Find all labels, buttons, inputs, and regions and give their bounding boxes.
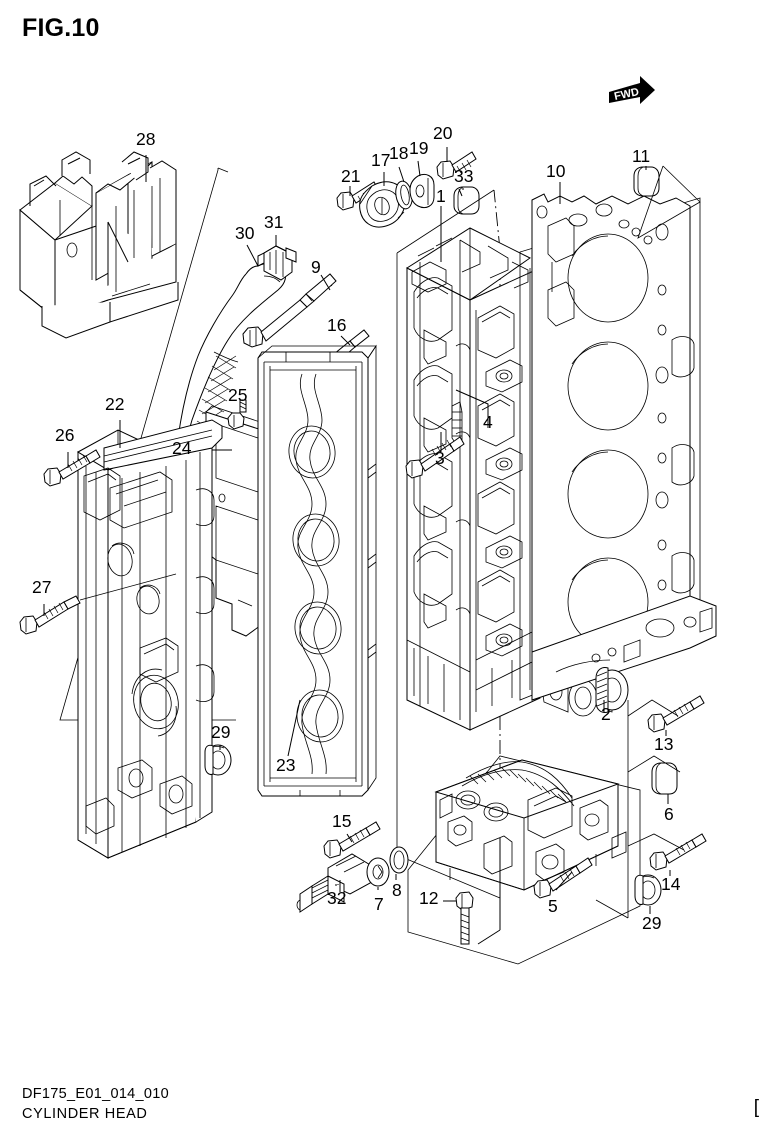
callout-24: 24 (172, 438, 192, 458)
leader-23 (287, 699, 301, 757)
callout-22: 22 (105, 394, 125, 414)
part-3-bolt (405, 436, 465, 479)
part-23-head-cover-gasket (257, 344, 377, 797)
part-33-dowel-pin (453, 186, 480, 215)
footer-bracket: [ (753, 1097, 759, 1118)
part-29-grommet-left (204, 744, 232, 776)
lower-head-casting (434, 759, 627, 891)
callout-6: 6 (664, 804, 674, 824)
callout-9: 9 (311, 257, 321, 277)
part-8-gasket-ring (389, 846, 409, 874)
leader-30 (246, 244, 259, 267)
callout-13: 13 (654, 734, 674, 754)
part-11-dowel-pin (633, 166, 660, 197)
callout-27: 27 (32, 577, 52, 597)
leader-18 (398, 166, 405, 183)
footer-figure-name: CYLINDER HEAD (22, 1106, 148, 1122)
callout-16: 16 (327, 315, 347, 335)
part-25-bolt (227, 399, 247, 430)
leader-15 (346, 833, 353, 843)
callout-31: 31 (264, 212, 284, 232)
callout-25: 25 (228, 385, 248, 405)
callout-29-right: 29 (642, 913, 662, 933)
callout-32: 32 (327, 888, 347, 908)
callout-3: 3 (435, 448, 445, 468)
callout-18: 18 (389, 143, 409, 163)
leader-5 (555, 871, 573, 891)
callout-1: 1 (436, 186, 446, 206)
callout-28: 28 (136, 129, 156, 149)
part-31-hose-clamp (257, 245, 297, 281)
callout-21: 21 (341, 166, 361, 186)
callout-17: 17 (371, 150, 391, 170)
part-28-harness-holder (19, 151, 179, 339)
callout-5: 5 (548, 896, 558, 916)
assembly-box-lower (407, 755, 641, 965)
callout-2: 2 (601, 704, 611, 724)
pointer-11 (637, 165, 701, 239)
callout-26: 26 (55, 425, 75, 445)
part-27-bolt (19, 595, 81, 635)
part-18-o-ring (395, 180, 413, 210)
part-26-bolt (43, 449, 101, 487)
part-20-bolt (436, 151, 477, 180)
callout-14: 14 (661, 874, 681, 894)
figure-title: FIG.10 (22, 14, 100, 42)
part-1-cylinder-head (405, 227, 621, 731)
leader-9 (320, 274, 331, 291)
pointer-27 (79, 573, 177, 601)
part-9-long-bolt (242, 273, 337, 348)
callout-8: 8 (392, 880, 402, 900)
fwd-arrow-icon: FWD (609, 76, 655, 104)
part-15-bolt (323, 821, 381, 859)
part-17-thermostat-cover (359, 181, 406, 228)
part-14-bolt (649, 833, 707, 871)
leader-19 (417, 160, 421, 177)
part-22-cylinder-head-cover (76, 419, 223, 859)
callout-10: 10 (546, 161, 566, 181)
callout-23: 23 (276, 755, 296, 775)
callout-20: 20 (433, 123, 453, 143)
callout-7: 7 (374, 894, 384, 914)
part-10-cylinder-head-gasket (531, 193, 717, 701)
callout-33: 33 (454, 166, 474, 186)
svg-text:FWD: FWD (613, 86, 640, 103)
part-7-washer (366, 857, 390, 887)
footer-part-code: DF175_E01_014_010 (22, 1086, 169, 1102)
part-19-thermostat (409, 173, 435, 209)
part-29-grommet-right (634, 874, 662, 906)
callout-29-left: 29 (211, 722, 231, 742)
callout-19: 19 (409, 138, 429, 158)
callout-4: 4 (483, 412, 493, 432)
callout-15: 15 (332, 811, 352, 831)
leader-16 (340, 335, 351, 346)
part-32-water-temp-sensor (296, 853, 373, 913)
part-12-bolt (455, 891, 474, 945)
callout-12: 12 (419, 888, 439, 908)
part-6-dowel-pin (651, 762, 678, 795)
callout-30: 30 (235, 223, 255, 243)
leader-4 (455, 389, 489, 428)
callout-11: 11 (632, 146, 651, 166)
part-13-bolt (647, 695, 705, 733)
